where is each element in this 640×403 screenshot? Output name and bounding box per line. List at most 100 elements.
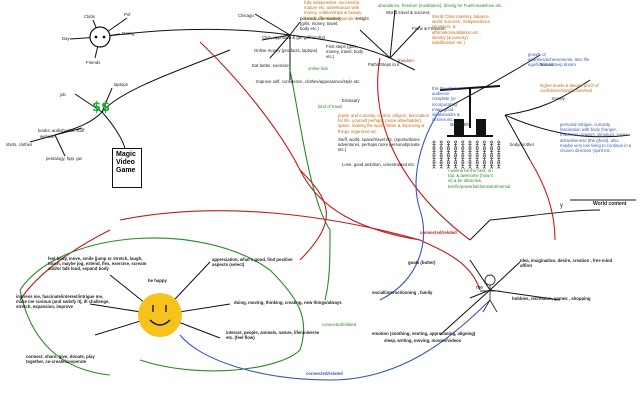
label-paths: Paths/Steps to it xyxy=(368,62,400,67)
label-personal-intrigue: personal intrigue, curiosity, fascinatio… xyxy=(560,122,632,154)
label-hobbies: hobbies, recreation, games , shopping xyxy=(512,296,591,301)
crowd-person-icon xyxy=(475,140,479,148)
crowd-person-icon xyxy=(468,161,472,169)
label-be-happy: be happy xyxy=(148,278,167,283)
crowd-person-icon xyxy=(461,154,465,162)
crowd-person-icon xyxy=(489,154,494,162)
crowd-person-icon xyxy=(489,147,494,155)
label-sleep: sleep, writing, moving, movies/videos xyxy=(384,338,462,343)
crowd-person-icon xyxy=(475,161,479,169)
label-pentalogy: pentalogy, hpp, gw xyxy=(46,156,82,161)
crowd-person-icon xyxy=(482,161,487,169)
label-pof: Pof xyxy=(124,12,131,17)
label-dating: Dating xyxy=(122,31,135,36)
label-personal-life: personal Life mastery (girls, money, tra… xyxy=(300,16,342,32)
crowd-person-icon xyxy=(497,161,501,169)
label-job: job xyxy=(60,92,66,97)
label-insight: Insight xyxy=(356,16,369,21)
label-improve-self: Improve self, confidence, clothes/appear… xyxy=(256,79,361,84)
label-emissary: Emissary xyxy=(342,98,360,103)
crowd-person-icon xyxy=(461,147,465,155)
label-books: books, audiobooks, stuff xyxy=(38,128,85,133)
crowd-person-icon xyxy=(482,147,487,155)
crowd-person-icon xyxy=(432,161,436,169)
label-stuff-world: Stuff, world, space/travel etc. (sports/… xyxy=(338,137,420,153)
crowd-person-icon xyxy=(446,161,451,169)
crowd-person-icon xyxy=(497,140,501,148)
label-emotion: emotion (soothing, venting, appreciating… xyxy=(372,331,476,336)
label-connected-related: connected/related xyxy=(420,230,457,235)
label-online-hub: online hub xyxy=(308,66,328,71)
label-clubs: Clubs xyxy=(84,14,95,19)
label-friends: Friends xyxy=(86,60,101,65)
label-growth: growth of activities/achievements, also … xyxy=(528,52,591,68)
crowd-person-icon xyxy=(461,161,465,169)
label-appreciation: appreciation, what's good, find positive… xyxy=(212,257,293,268)
crowd-person-icon xyxy=(475,154,479,162)
crowd-person-icon xyxy=(453,147,458,155)
label-goals: goals (butter) xyxy=(408,260,436,265)
label-day: Day xyxy=(62,36,70,41)
crowd-person-icon xyxy=(453,161,458,169)
label-fully-independent: fully independent, successful, mature et… xyxy=(304,0,366,21)
label-connected-related-green: connected/related xyxy=(322,322,357,327)
crowd-person-icon xyxy=(489,161,494,169)
label-laptops: laptops xyxy=(114,82,128,87)
label-body-brother: body/brother xyxy=(510,142,535,147)
totem-figure xyxy=(439,85,501,137)
label-website: website xyxy=(40,134,55,139)
label-best-on-top: I wanna be the best, on top, & awesome (… xyxy=(448,168,511,189)
crowd-person-icon xyxy=(468,147,472,155)
crowd-person-icon xyxy=(475,147,479,155)
label-power-curiosity: power and curiosity, control, religion, … xyxy=(338,113,430,134)
label-interact: interact, people, animals, nature, life/… xyxy=(226,330,320,341)
crowd-person-icon xyxy=(468,140,472,148)
label-y: y xyxy=(560,203,563,209)
label-chicago: Chicago xyxy=(238,13,254,18)
crowd-person-icon xyxy=(461,140,465,148)
label-fame: Fame & Freedom xyxy=(412,26,446,31)
label-club: Club, approach & get girlfriend(s) xyxy=(262,35,326,40)
label-ggg-with: GGG with xyxy=(450,122,469,127)
label-world-class: World Class mastery, balance, world 'suc… xyxy=(432,14,491,46)
crowd-person-icon xyxy=(482,140,487,148)
crowd-person-icon xyxy=(446,147,451,155)
label-world-content: World content xyxy=(593,201,627,207)
label-money-right: money xyxy=(552,96,565,101)
magic-video-game-box: Magic Video Game xyxy=(112,148,142,188)
branches-green xyxy=(19,69,331,376)
crowd-person-icon xyxy=(482,154,487,162)
label-shirts: shirts, clothes xyxy=(6,142,33,147)
crowd-person-icon xyxy=(439,140,443,148)
crowd-person-icon xyxy=(432,147,436,155)
crowd-person-icon xyxy=(453,154,458,162)
crowd-person-icon xyxy=(439,161,443,169)
label-feel-body: feel body, move, smile (jump or stretch,… xyxy=(48,256,147,272)
eye-node xyxy=(89,26,111,48)
label-idea: Idea, imagination, desire, creation , fr… xyxy=(520,258,613,269)
label-love-ambition: Love, good ambition, unrestrained etc. xyxy=(342,162,416,167)
label-world-travel: World travel & success xyxy=(386,10,430,15)
label-whole-audience: this the whole audience complete (or inc… xyxy=(432,86,460,123)
label-social: social/interactionning , family xyxy=(372,290,433,295)
sun-face xyxy=(138,293,182,337)
crowd-person-icon xyxy=(439,147,443,155)
label-impress: impress me, fascinate/interest/intrigue … xyxy=(16,294,110,310)
crowd-person-icon xyxy=(439,154,443,162)
label-connect: connect, share, give, donate, play toget… xyxy=(26,354,95,365)
crowd-person-icon xyxy=(468,154,472,162)
crowd-person-icon xyxy=(432,140,436,148)
crowd-person-icon xyxy=(432,154,436,162)
label-higher-levels: higher levels & deeper proof of confiden… xyxy=(540,83,599,94)
crowd-person-icon xyxy=(497,154,501,162)
label-first-steps: First steps (girls, money, travel, body … xyxy=(326,44,364,60)
people-crowd xyxy=(432,140,501,169)
crowd-person-icon xyxy=(446,154,451,162)
label-doing: doing, moving, thinking, creating, new t… xyxy=(234,300,342,305)
crowd-person-icon xyxy=(453,140,458,148)
label-freedom: freedom xyxy=(398,58,414,63)
crowd-person-icon xyxy=(446,140,451,148)
label-connected-related-bottom: connected/related xyxy=(306,371,343,376)
stick-figure-me xyxy=(480,274,500,313)
